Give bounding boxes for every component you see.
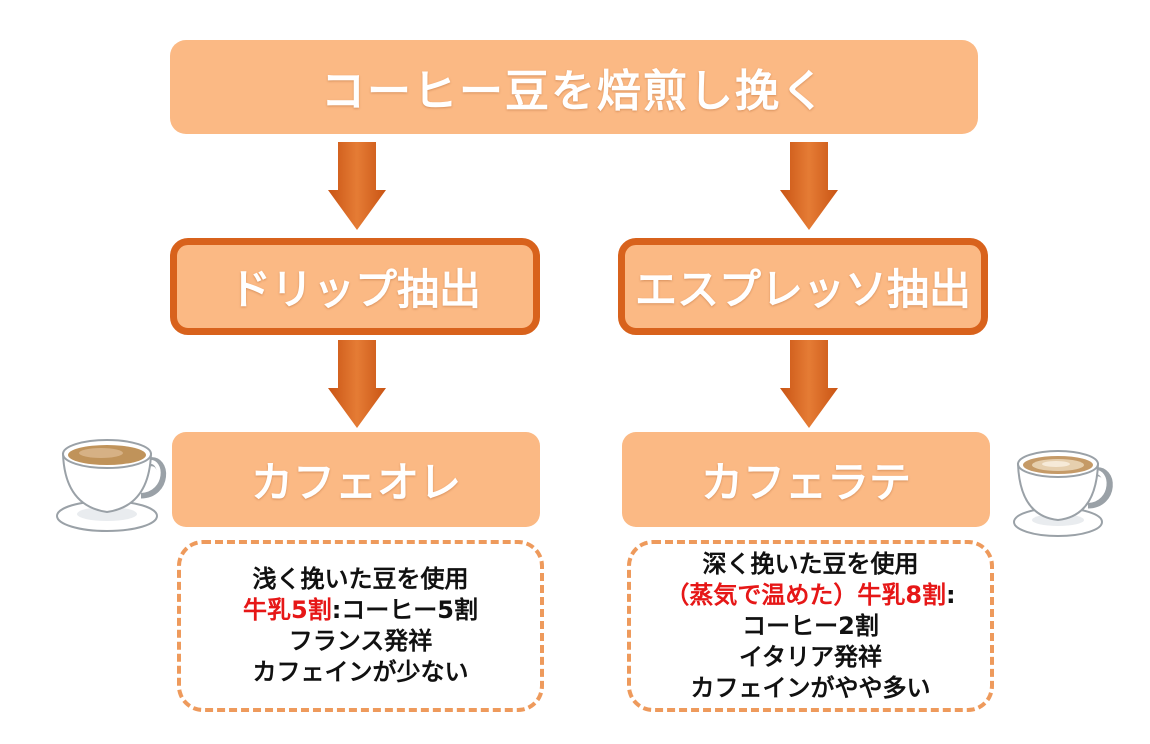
note-line: イタリア発祥 bbox=[738, 642, 883, 671]
drip-extraction-step: ドリップ抽出 bbox=[170, 238, 540, 335]
roast-grind-label: コーヒー豆を焙煎し挽く bbox=[321, 66, 827, 117]
milk-ratio-highlight: 牛乳5割 bbox=[243, 596, 332, 624]
cafe-au-lait-box: カフェオレ bbox=[172, 432, 540, 527]
arrow-down-icon bbox=[328, 142, 386, 230]
cafe-latte-box: カフェラテ bbox=[622, 432, 990, 527]
drip-extraction-label: ドリップ抽出 bbox=[228, 265, 481, 314]
cafe-au-lait-label: カフェオレ bbox=[250, 458, 461, 507]
note-line: コーヒー2割 bbox=[742, 611, 879, 640]
coffee-ratio-text: :コーヒー5割 bbox=[331, 596, 478, 624]
note-line: 深く挽いた豆を使用 bbox=[702, 549, 919, 578]
note-line: 浅く挽いた豆を使用 bbox=[252, 565, 469, 593]
arrow-down-icon bbox=[328, 340, 386, 428]
espresso-extraction-label: エスプレッソ抽出 bbox=[634, 265, 971, 314]
roast-grind-step: コーヒー豆を焙煎し挽く bbox=[170, 40, 978, 134]
note-line: 牛乳5割:コーヒー5割 bbox=[243, 595, 478, 626]
coffee-cup-icon bbox=[56, 439, 167, 532]
cafe-au-lait-note: 浅く挽いた豆を使用 牛乳5割:コーヒー5割 フランス発祥 カフェインが少ない bbox=[177, 540, 544, 712]
espresso-extraction-step: エスプレッソ抽出 bbox=[618, 238, 988, 335]
note-line: （蒸気で温めた）牛乳8割: bbox=[665, 580, 955, 611]
arrow-down-icon bbox=[780, 142, 838, 230]
cafe-latte-note: 深く挽いた豆を使用 （蒸気で温めた）牛乳8割: コーヒー2割 イタリア発祥 カフ… bbox=[627, 540, 994, 712]
milk-ratio-highlight: （蒸気で温めた）牛乳8割 bbox=[665, 580, 947, 609]
arrow-down-icon bbox=[780, 340, 838, 428]
latte-cup-icon bbox=[1013, 450, 1113, 537]
note-line: フランス発祥 bbox=[288, 627, 433, 655]
note-line: カフェインが少ない bbox=[252, 658, 469, 686]
cafe-latte-label: カフェラテ bbox=[700, 458, 911, 507]
colon-text: : bbox=[946, 580, 956, 609]
note-line: カフェインがやや多い bbox=[690, 673, 931, 702]
